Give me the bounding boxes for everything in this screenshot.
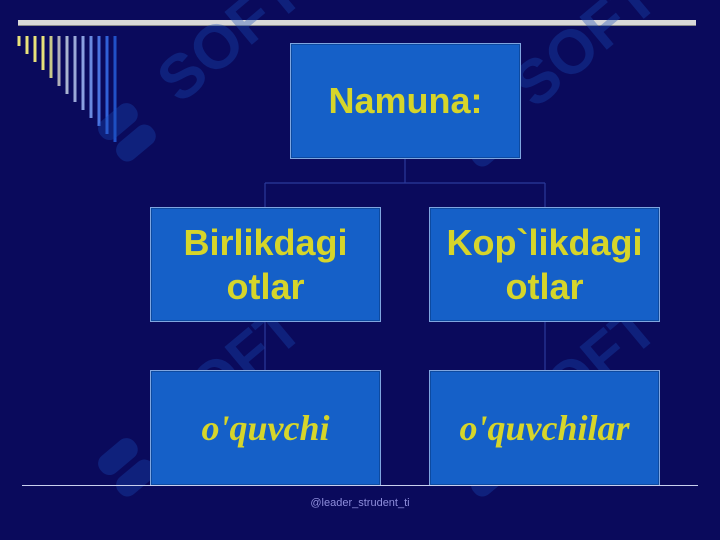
bottom-divider bbox=[22, 485, 698, 486]
singular-nouns-node: Birlikdagi otlar bbox=[150, 207, 381, 322]
footer-text: @leader_strudent_ti bbox=[310, 497, 410, 509]
plural-nouns-node: Kop`likdagi otlar bbox=[429, 207, 660, 322]
plural-example-node: o'quvchilar bbox=[429, 370, 660, 486]
root-label: Namuna: bbox=[328, 80, 483, 121]
top-bar bbox=[18, 20, 696, 26]
plural-example-label: o'quvchilar bbox=[459, 408, 630, 448]
decorative-stripes bbox=[17, 36, 117, 142]
singular-nouns-label: Birlikdagi otlar bbox=[183, 221, 348, 307]
singular-example-node: o'quvchi bbox=[150, 370, 381, 486]
root-node: Namuna: bbox=[290, 43, 521, 159]
plural-nouns-label: Kop`likdagi otlar bbox=[446, 221, 643, 307]
singular-example-label: o'quvchi bbox=[201, 408, 330, 448]
